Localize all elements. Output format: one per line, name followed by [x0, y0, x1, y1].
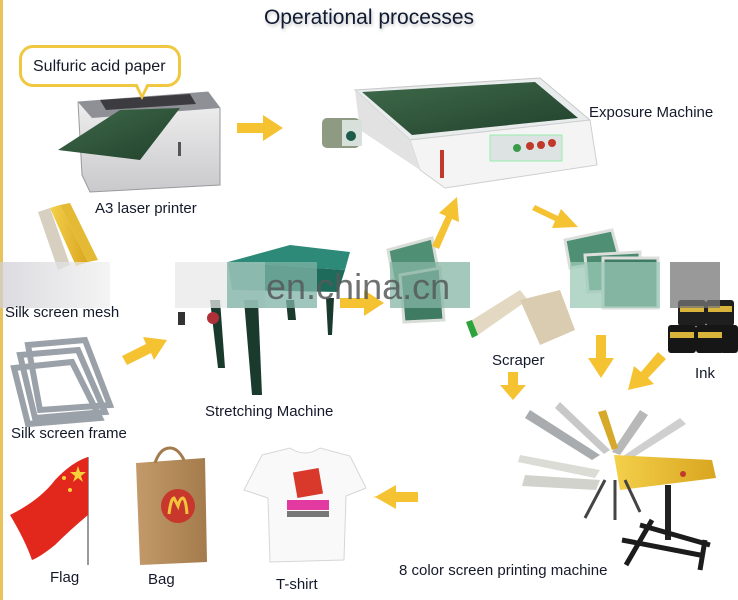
watermark-blur [0, 262, 110, 308]
callout-bubble [19, 45, 181, 87]
watermark-blur [570, 262, 660, 308]
arrow-scraper-to-press [500, 372, 526, 400]
label-bag: Bag [148, 571, 175, 588]
bag-icon [136, 446, 207, 565]
watermark-blur [670, 262, 720, 308]
exposure-machine-icon [322, 77, 598, 189]
label-tshirt: T-shirt [276, 576, 318, 593]
watermark-band [0, 262, 720, 308]
watermark-text: en.china.cn [266, 266, 451, 307]
flow-arrows [122, 115, 666, 509]
flag-icon [10, 457, 89, 565]
label-stretching-machine: Stretching Machine [205, 403, 334, 420]
label-printing-machine: 8 color screen printing machine [399, 562, 608, 579]
silk-screen-mesh-icon [38, 203, 98, 270]
label-silk-screen-mesh: Silk screen mesh [5, 304, 120, 321]
callout-tail-inner [137, 83, 147, 94]
label-ink: Ink [695, 365, 716, 382]
arrow-exposure-to-screens [532, 205, 578, 228]
printing-press-icon [518, 402, 716, 571]
label-scraper: Scraper [492, 352, 545, 369]
arrow-ink-to-press [628, 352, 666, 390]
arrow-printer-to-exposure [237, 115, 283, 141]
arrow-screens-to-exposure [432, 197, 459, 249]
silk-screen-frame-icon [10, 336, 115, 428]
diagram-title: Operational processes [263, 6, 475, 29]
arrow-screens-to-press [588, 335, 614, 378]
tshirt-icon [243, 447, 367, 563]
watermark-blur [227, 262, 317, 308]
label-flag: Flag [50, 569, 80, 586]
label-a3-laser-printer: A3 laser printer [95, 200, 197, 217]
arrow-frame-to-stretching [122, 337, 167, 365]
watermark-blur [390, 262, 470, 308]
callout-text: Sulfuric acid paper [33, 58, 166, 75]
scraper-icon [466, 290, 575, 345]
label-silk-screen-frame: Silk screen frame [11, 425, 127, 442]
label-exposure-machine: Exposure Machine [589, 104, 714, 121]
arrow-stretching-to-screens [340, 290, 384, 316]
laser-printer-icon [58, 91, 221, 193]
